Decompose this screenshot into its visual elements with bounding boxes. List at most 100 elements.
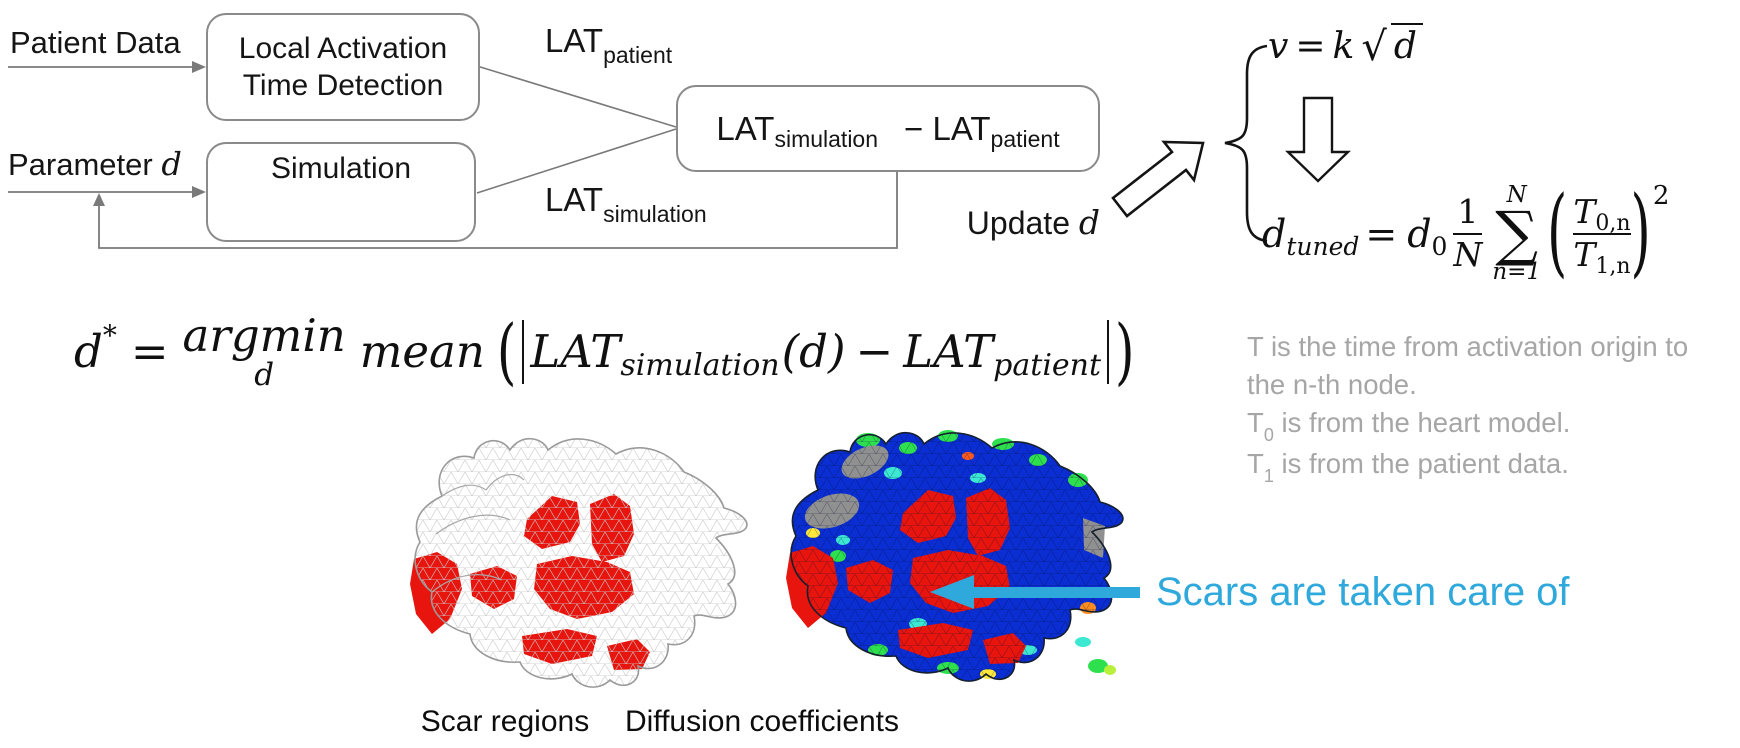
diff-rhs-sub: patient bbox=[990, 126, 1060, 152]
simulation-box-label: Simulation bbox=[270, 152, 412, 185]
feedback-arrowhead-icon bbox=[93, 193, 105, 206]
note-T1-sub: 1 bbox=[1263, 466, 1274, 486]
lat-simulation-base: LAT bbox=[545, 181, 604, 218]
diff-lhs: LAT bbox=[716, 109, 775, 147]
note-T1-base: T bbox=[1247, 448, 1264, 479]
tuned-exponent: 2 bbox=[1652, 181, 1670, 211]
tuned-T-fraction: T0,n T1,n bbox=[1573, 192, 1631, 278]
diffusion-mesh-figure bbox=[786, 430, 1124, 682]
note-T1-rest: is from the patient data. bbox=[1273, 448, 1569, 479]
lat-simulation-label: LATsimulation bbox=[545, 181, 707, 227]
argmin-open-paren: ( bbox=[496, 309, 517, 394]
fraction-bar bbox=[1573, 233, 1631, 235]
argmin-under-d: d bbox=[254, 357, 275, 394]
tuned-lhs-sub: tuned bbox=[1286, 231, 1360, 261]
feedback-loop-line bbox=[98, 169, 898, 249]
tuned-eq: = bbox=[1365, 212, 1398, 256]
note-line-4: T1 is from the patient data. bbox=[1247, 445, 1727, 486]
implies-arrow-icon bbox=[1111, 140, 1205, 218]
tuned-frac-1N: 1 N bbox=[1453, 192, 1483, 274]
tuned-T-den: T1,n bbox=[1573, 235, 1630, 278]
argmin-minus: − bbox=[855, 325, 894, 379]
equation-velocity: v = k √d bbox=[1268, 22, 1423, 70]
diff-rhs: LAT bbox=[932, 109, 991, 147]
tuned-open-paren: ( bbox=[1547, 177, 1568, 289]
note-line-1: T is the time from activation origin to bbox=[1247, 331, 1689, 362]
lat-patient-sub: patient bbox=[603, 42, 673, 68]
lat-patient-base: LAT bbox=[545, 22, 604, 59]
patient-data-label: Patient Data bbox=[10, 25, 181, 60]
lat-patient-label: LATpatient bbox=[545, 22, 672, 68]
tuned-frac-den: N bbox=[1453, 235, 1483, 274]
diff-operator: − bbox=[904, 109, 924, 147]
abs-bar-icon bbox=[522, 319, 525, 384]
argmin-lat-patient-sub: patient bbox=[993, 348, 1102, 384]
lat-detection-box: Local Activation Time Detection bbox=[206, 13, 480, 121]
mesh-creases bbox=[431, 473, 525, 593]
parameter-symbol: d bbox=[161, 145, 182, 183]
mean-word: mean bbox=[359, 325, 485, 379]
t-num-sub: 0,n bbox=[1595, 211, 1631, 237]
velocity-radicand: d bbox=[1390, 23, 1423, 67]
argmin-word: argmin bbox=[182, 309, 346, 362]
scars-annotation-label: Scars are taken care of bbox=[1156, 570, 1570, 614]
argmin-operator: argmin d bbox=[183, 312, 346, 392]
argmin-lhs: d bbox=[74, 325, 103, 379]
parameter-label: Parameter d bbox=[8, 145, 182, 183]
note-line-3: T0 is from the heart model. bbox=[1247, 404, 1727, 445]
velocity-coef: k bbox=[1332, 26, 1355, 67]
sum-lower-limit: n=1 bbox=[1492, 259, 1542, 285]
note-T0-rest: is from the heart model. bbox=[1273, 407, 1571, 438]
parameter-arrowhead-icon bbox=[192, 186, 206, 198]
t-num-base: T bbox=[1573, 192, 1596, 232]
annotation-arrow-icon bbox=[930, 575, 1140, 609]
note-line-2: the n-th node. bbox=[1247, 369, 1417, 400]
sum-upper-limit: N bbox=[1506, 182, 1527, 208]
argmin-eq: = bbox=[130, 325, 169, 379]
lat-detection-line1: Local Activation bbox=[238, 32, 448, 65]
sqrt-icon: √ bbox=[1361, 24, 1387, 70]
patient-data-arrowhead-icon bbox=[192, 61, 206, 73]
argmin-lat-simulation: LAT bbox=[530, 325, 621, 379]
update-prefix: Update bbox=[966, 205, 1079, 241]
argmin-lhs-sup: * bbox=[102, 319, 117, 353]
tuned-lhs: d bbox=[1262, 212, 1287, 256]
scar-regions-caption: Scar regions bbox=[420, 705, 590, 738]
argmin-lat-patient: LAT bbox=[903, 325, 994, 379]
update-symbol: d bbox=[1078, 203, 1100, 242]
note-T0-base: T bbox=[1247, 407, 1264, 438]
curly-brace-icon bbox=[1224, 44, 1268, 243]
scar-mesh-figure bbox=[410, 437, 748, 688]
sigma-icon: ∑ bbox=[1495, 199, 1539, 269]
parameter-prefix: Parameter bbox=[8, 147, 162, 182]
lat-detection-line2: Time Detection bbox=[242, 69, 444, 102]
diff-lhs-sub: simulation bbox=[774, 126, 879, 152]
simulation-box: Simulation bbox=[206, 142, 476, 242]
t-den-base: T bbox=[1573, 235, 1596, 274]
argmin-close-paren: ) bbox=[1115, 309, 1135, 394]
update-d-label: Update d bbox=[938, 203, 1100, 242]
tuned-close-paren: ) bbox=[1630, 177, 1651, 289]
down-arrow-icon bbox=[1285, 96, 1351, 183]
argmin-lat-simulation-sub: simulation bbox=[620, 348, 780, 384]
lat-simulation-sub: simulation bbox=[603, 201, 707, 227]
fraction-bar bbox=[1453, 233, 1483, 235]
tuned-sum: N ∑ n=1 bbox=[1492, 184, 1541, 284]
note-T0-sub: 0 bbox=[1263, 425, 1274, 445]
tuned-d0: d bbox=[1407, 212, 1432, 256]
tuned-frac-num: 1 bbox=[1457, 192, 1479, 232]
tuned-d0-sub: 0 bbox=[1431, 231, 1448, 261]
velocity-eq: = bbox=[1295, 26, 1326, 67]
argmin-arg-d: (d) bbox=[781, 325, 846, 379]
t-den-sub: 1,n bbox=[1595, 254, 1631, 279]
abs-bar-icon bbox=[1107, 319, 1110, 384]
tuned-T-num: T0,n bbox=[1573, 192, 1630, 236]
velocity-lhs: v bbox=[1268, 26, 1289, 67]
converging-lines bbox=[476, 65, 677, 194]
notes-block: T is the time from activation origin to … bbox=[1247, 328, 1727, 486]
